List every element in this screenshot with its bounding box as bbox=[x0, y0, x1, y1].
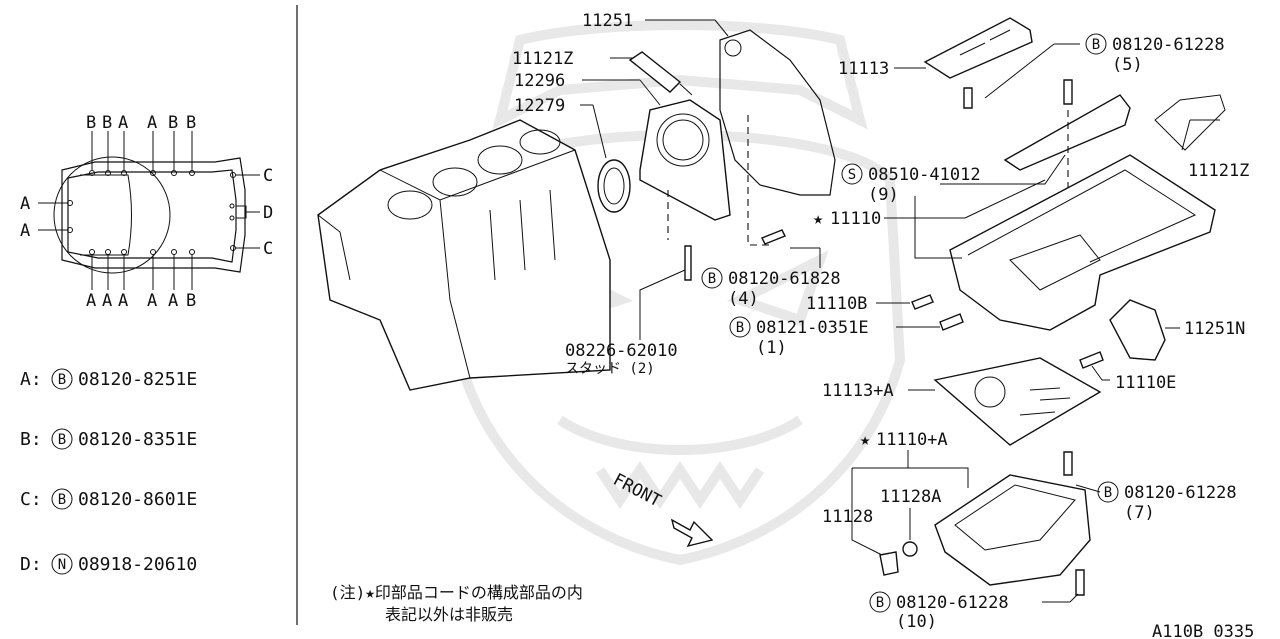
qty-9: (9) bbox=[868, 185, 899, 205]
callout-08226-62010: 08226-62010 bbox=[565, 341, 678, 361]
svg-text:08120-8251E: 08120-8251E bbox=[78, 369, 197, 390]
callout-12279: 12279 bbox=[514, 96, 565, 116]
baffle-plate-11113a-drawing bbox=[933, 357, 1102, 446]
top-letter: B bbox=[186, 113, 196, 133]
bottom-letter: A bbox=[147, 291, 157, 311]
callout-labels: 11251 11121Z 12296 12279 11113 B 08120-6… bbox=[512, 11, 1249, 632]
legend-row-c: C: B 08120-8601E bbox=[20, 488, 197, 510]
legend-row-a: A: B 08120-8251E bbox=[20, 368, 197, 390]
svg-text:表記以外は非販売: 表記以外は非販売 bbox=[385, 605, 513, 624]
callout-11128a: 11128A bbox=[880, 487, 941, 507]
svg-text:08120-8601E: 08120-8601E bbox=[78, 489, 197, 510]
svg-text:B: B bbox=[1092, 37, 1100, 53]
left-letter: A bbox=[20, 194, 30, 214]
svg-text:A:: A: bbox=[20, 369, 42, 390]
legend-row-b: B: B 08120-8351E bbox=[20, 428, 197, 450]
rear-plate-drawing bbox=[719, 29, 836, 246]
legend-row-d: D: N 08918-20610 bbox=[20, 553, 197, 575]
callout-11113a: 11113+A bbox=[822, 381, 894, 401]
svg-text:B: B bbox=[1104, 485, 1112, 501]
callout-12296: 12296 bbox=[514, 71, 565, 91]
baffle-plate-11113-drawing bbox=[923, 17, 1033, 79]
right-letter: C bbox=[263, 239, 273, 259]
cover-11251n-drawing bbox=[1109, 299, 1166, 361]
svg-text:★: ★ bbox=[813, 209, 823, 229]
qty-1: (1) bbox=[756, 338, 787, 358]
top-letter: B bbox=[86, 113, 96, 133]
callout-11110e: 11110E bbox=[1115, 373, 1176, 393]
bottom-letter: B bbox=[186, 291, 196, 311]
qty-7: (7) bbox=[1124, 503, 1155, 523]
leader-lines bbox=[580, 19, 1220, 603]
callout-08120-61228-10: 08120-61228 bbox=[896, 593, 1009, 613]
svg-text:B: B bbox=[58, 432, 66, 448]
oil-pan-11110-drawing bbox=[949, 94, 1226, 331]
sales-note: (注)★印部品コードの構成部品の内 表記以外は非販売 bbox=[330, 583, 583, 624]
callout-11113: 11113 bbox=[838, 59, 889, 79]
callout-11110b: 11110B bbox=[806, 294, 867, 314]
callout-11121z-a: 11121Z bbox=[512, 49, 573, 69]
svg-text:N: N bbox=[58, 557, 66, 573]
callout-11251n: 11251N bbox=[1184, 319, 1245, 339]
svg-text:08918-20610: 08918-20610 bbox=[78, 554, 197, 575]
top-letter: A bbox=[147, 113, 157, 133]
rear-oil-seal-retainer-drawing bbox=[597, 51, 731, 281]
bolt-pattern-diagram: B B A A B B A A A A A B A A C D C bbox=[20, 113, 273, 311]
svg-text:D:: D: bbox=[20, 554, 42, 575]
bottom-letter: A bbox=[102, 291, 112, 311]
callout-11110a: 11110+A bbox=[876, 430, 948, 450]
bolt-drawings bbox=[761, 79, 1104, 596]
callout-11251: 11251 bbox=[582, 11, 633, 31]
svg-text:08120-8351E: 08120-8351E bbox=[78, 429, 197, 450]
bottom-letter: A bbox=[168, 291, 178, 311]
callout-11110: 11110 bbox=[830, 209, 881, 229]
callout-08120-61828: 08120-61828 bbox=[728, 269, 841, 289]
svg-text:(注)★印部品コードの構成部品の内: (注)★印部品コードの構成部品の内 bbox=[330, 583, 583, 602]
top-letter: A bbox=[118, 113, 128, 133]
bolt-legend: A: B 08120-8251E B: B 08120-8351E C: B 0… bbox=[20, 368, 197, 575]
top-letter: B bbox=[102, 113, 112, 133]
callout-11121z-b: 11121Z bbox=[1188, 161, 1249, 181]
cylinder-block-drawing bbox=[317, 119, 611, 391]
svg-text:B: B bbox=[58, 492, 66, 508]
oil-pan-11110a-drawing bbox=[934, 474, 1091, 586]
bottom-letter: A bbox=[118, 291, 128, 311]
svg-text:B: B bbox=[736, 320, 744, 336]
callout-08121-0351e: 08121-0351E bbox=[756, 318, 869, 338]
qty-4: (4) bbox=[728, 289, 759, 309]
svg-text:B: B bbox=[708, 271, 716, 287]
svg-text:S: S bbox=[848, 167, 856, 183]
top-letter: B bbox=[168, 113, 178, 133]
right-letter: D bbox=[263, 203, 273, 223]
callout-11128: 11128 bbox=[822, 507, 873, 527]
qty-5: (5) bbox=[1112, 55, 1143, 75]
front-direction-arrow: FRONT bbox=[610, 470, 714, 548]
svg-text:B: B bbox=[58, 372, 66, 388]
left-letter: A bbox=[20, 221, 30, 241]
right-letter: C bbox=[263, 166, 273, 186]
diagram-code: A110B 0335 bbox=[1152, 622, 1254, 639]
svg-text:B: B bbox=[876, 595, 884, 611]
callout-08120-61228-5: 08120-61228 bbox=[1112, 35, 1225, 55]
svg-text:B:: B: bbox=[20, 429, 42, 450]
callout-08120-61228-7: 08120-61228 bbox=[1124, 483, 1237, 503]
qty-10: (10) bbox=[896, 612, 937, 632]
stud-label: スタッド (2) bbox=[565, 361, 655, 377]
svg-text:★: ★ bbox=[860, 430, 870, 450]
svg-text:C:: C: bbox=[20, 489, 42, 510]
callout-08510-41012: 08510-41012 bbox=[868, 165, 981, 185]
bottom-letter: A bbox=[86, 291, 96, 311]
